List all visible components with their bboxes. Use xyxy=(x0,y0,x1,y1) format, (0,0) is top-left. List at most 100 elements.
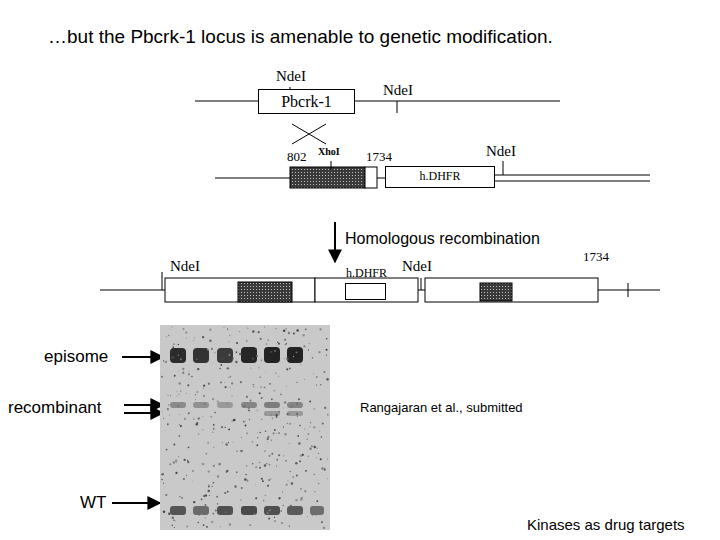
gel-speckle xyxy=(284,401,286,403)
gel-speckle xyxy=(240,500,241,501)
gel-speckle xyxy=(314,474,315,475)
gel-speckle xyxy=(268,479,270,481)
gel-speckle xyxy=(219,368,221,370)
gel-speckle xyxy=(213,424,215,426)
gel-speckle xyxy=(239,331,241,333)
gel-speckle xyxy=(309,426,310,427)
gel-speckle xyxy=(212,482,214,484)
gel-speckle xyxy=(304,428,305,429)
gel-speckle xyxy=(298,398,300,400)
gel-speckle xyxy=(201,514,203,516)
gel-speckle xyxy=(168,414,170,416)
gel-speckle xyxy=(220,364,222,366)
gel-speckle xyxy=(178,435,180,437)
gel-speckle xyxy=(236,351,238,353)
gel-speckle xyxy=(308,349,309,350)
gel-speckle xyxy=(183,459,185,461)
gel-speckle xyxy=(199,515,200,516)
gel-speckle xyxy=(213,428,215,430)
position-number: 1734 xyxy=(366,150,392,165)
gel-speckle xyxy=(173,444,175,446)
gel-speckle xyxy=(321,467,323,469)
gel-speckle xyxy=(261,397,263,399)
gel-speckle xyxy=(287,423,288,424)
gel-speckle xyxy=(270,414,272,416)
gel-speckle xyxy=(324,407,326,409)
gel-speckle xyxy=(198,417,200,419)
gel-speckle xyxy=(318,351,320,353)
gel-speckle xyxy=(278,454,280,456)
gel-speckle xyxy=(327,414,329,416)
gel-speckle xyxy=(274,520,276,522)
gel-speckle xyxy=(276,465,277,466)
gel-speckle xyxy=(240,381,242,383)
gel-speckle xyxy=(167,408,169,410)
slide-title: …but the Pbcrk-1 locus is amenable to ge… xyxy=(48,26,553,48)
gel-speckle xyxy=(172,516,174,518)
gel-speckle xyxy=(283,455,284,456)
gel-speckle xyxy=(207,442,209,444)
gel-speckle xyxy=(300,454,302,456)
gel-speckle xyxy=(234,485,236,487)
gel-speckle xyxy=(208,484,209,485)
plasmid-line xyxy=(495,181,650,182)
gel-speckle xyxy=(185,331,187,333)
gel-speckle xyxy=(316,515,317,516)
gel-speckle xyxy=(289,526,290,527)
gel-speckle xyxy=(287,480,288,481)
gel-speckle xyxy=(267,339,269,341)
gel-speckle xyxy=(270,478,271,479)
gel-speckle xyxy=(281,522,282,523)
gel-speckle xyxy=(259,376,261,378)
gel-speckle xyxy=(260,338,262,340)
gel-speckle xyxy=(264,326,265,327)
gel-speckle xyxy=(253,384,254,385)
gel-speckle xyxy=(305,470,307,472)
gel-speckle xyxy=(271,453,273,455)
gel-speckle xyxy=(267,512,269,514)
gel-speckle xyxy=(311,445,313,447)
gel-speckle xyxy=(271,440,272,441)
band-arrow xyxy=(124,412,163,414)
gel-speckle xyxy=(178,394,179,395)
gel-speckle xyxy=(248,410,250,412)
gel-speckle xyxy=(318,453,319,454)
gel-speckle xyxy=(323,527,325,529)
gel-speckle xyxy=(262,480,264,482)
gel-speckle xyxy=(197,522,199,524)
gel-speckle xyxy=(179,424,180,425)
gene-end-box xyxy=(365,167,377,188)
gel-speckle xyxy=(161,479,163,481)
ndei-tick xyxy=(397,101,398,113)
gel-speckle xyxy=(293,356,294,357)
gel-speckle xyxy=(227,367,229,369)
gel-speckle xyxy=(181,497,183,499)
gel-speckle xyxy=(174,527,175,528)
gel-speckle xyxy=(196,423,199,426)
gel-speckle xyxy=(265,413,267,415)
gel-speckle xyxy=(286,385,288,387)
gel-speckle xyxy=(203,524,205,526)
gel-speckle xyxy=(180,390,181,391)
site-tick xyxy=(628,283,629,297)
gel-speckle xyxy=(172,327,173,328)
gel-speckle xyxy=(263,500,265,502)
gel-speckle xyxy=(175,472,177,474)
gel-speckle xyxy=(277,342,278,343)
site-label: NdeI xyxy=(276,68,306,85)
gel-speckle xyxy=(307,439,308,440)
gel-speckle xyxy=(255,467,256,468)
gel-speckle xyxy=(326,378,328,380)
band-arrow xyxy=(112,502,160,504)
gel-speckle xyxy=(184,403,186,405)
position-number: 1734 xyxy=(583,250,609,265)
gel-speckle xyxy=(258,331,260,333)
marker-box: h.DHFR xyxy=(345,283,386,300)
gel-speckle xyxy=(285,460,287,462)
gel-speckle xyxy=(299,425,301,427)
gel-speckle xyxy=(259,467,261,469)
gel-speckle xyxy=(196,359,197,360)
gel-speckle xyxy=(174,375,176,377)
gel-speckle xyxy=(246,340,248,342)
